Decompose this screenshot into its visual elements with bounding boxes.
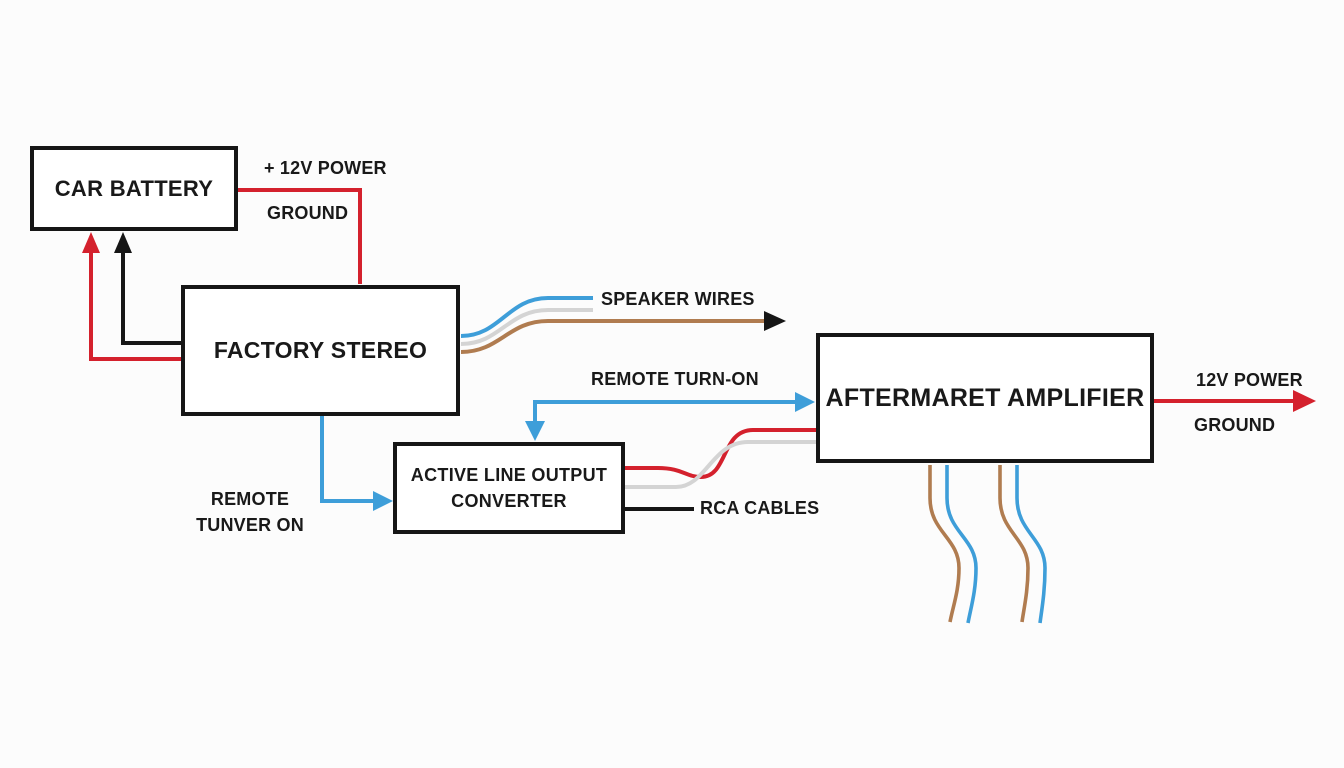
amplifier-label: AFTERMARET AMPLIFIER [825,383,1145,412]
remote-turnon-wire-to-amp [533,400,796,423]
speaker-wire-blue [460,296,593,338]
label-battery-12v-power: + 12V POWER [264,158,387,178]
box-active-line-output-converter: ACTIVE LINE OUTPUT CONVERTER [393,442,625,534]
red-arrowhead-into-battery [82,232,100,253]
remote-wire-stereo-to-aloc [320,416,374,503]
black-wire-stereo-to-battery [121,252,182,345]
amp-output-wire-brown-2 [998,465,1030,623]
power-wire-battery-to-stereo [238,188,362,284]
rca-wire-red [625,428,816,480]
car-battery-label: CAR BATTERY [54,175,214,201]
amp-output-wire-brown-1 [928,465,961,623]
aloc-label: ACTIVE LINE OUTPUT CONVERTER [411,462,607,514]
rca-wire-gray [625,440,816,489]
blue-arrowhead-into-amp [795,392,815,412]
red-wire-stereo-to-battery [89,252,182,361]
speaker-wires-arrowhead [764,311,786,331]
blue-arrowhead-into-aloc-left [373,491,393,511]
aloc-label-line2: CONVERTER [451,491,567,511]
label-amp-12v-power: 12V POWER [1196,370,1303,390]
speaker-wire-gray [460,308,593,346]
label-remote-turn-on: REMOTE TURN-ON [591,369,759,389]
factory-stereo-label: FACTORY STEREO [213,337,428,363]
box-car-battery: CAR BATTERY [30,146,238,231]
box-aftermarket-amplifier: AFTERMARET AMPLIFIER [816,333,1154,463]
label-battery-ground: GROUND [267,203,349,223]
speaker-wire-brown [460,319,766,354]
box-factory-stereo: FACTORY STEREO [181,285,460,416]
label-remote-tunver-on: REMOTE TUNVER ON [174,486,326,538]
black-arrowhead-into-battery [114,232,132,253]
red-arrowhead-amp-power [1293,390,1316,412]
label-remote-tunver-line2: TUNVER ON [196,515,304,535]
label-speaker-wires: SPEAKER WIRES [601,289,755,309]
blue-arrowhead-into-aloc-top [525,421,545,441]
label-rca-cables: RCA CABLES [700,498,820,518]
label-amp-ground: GROUND [1194,415,1276,435]
amp-output-wire-blue-1 [945,465,978,624]
aloc-label-line1: ACTIVE LINE OUTPUT [410,464,608,485]
amp-output-wire-blue-2 [1015,465,1047,624]
label-remote-tunver-line1: REMOTE [210,489,290,509]
